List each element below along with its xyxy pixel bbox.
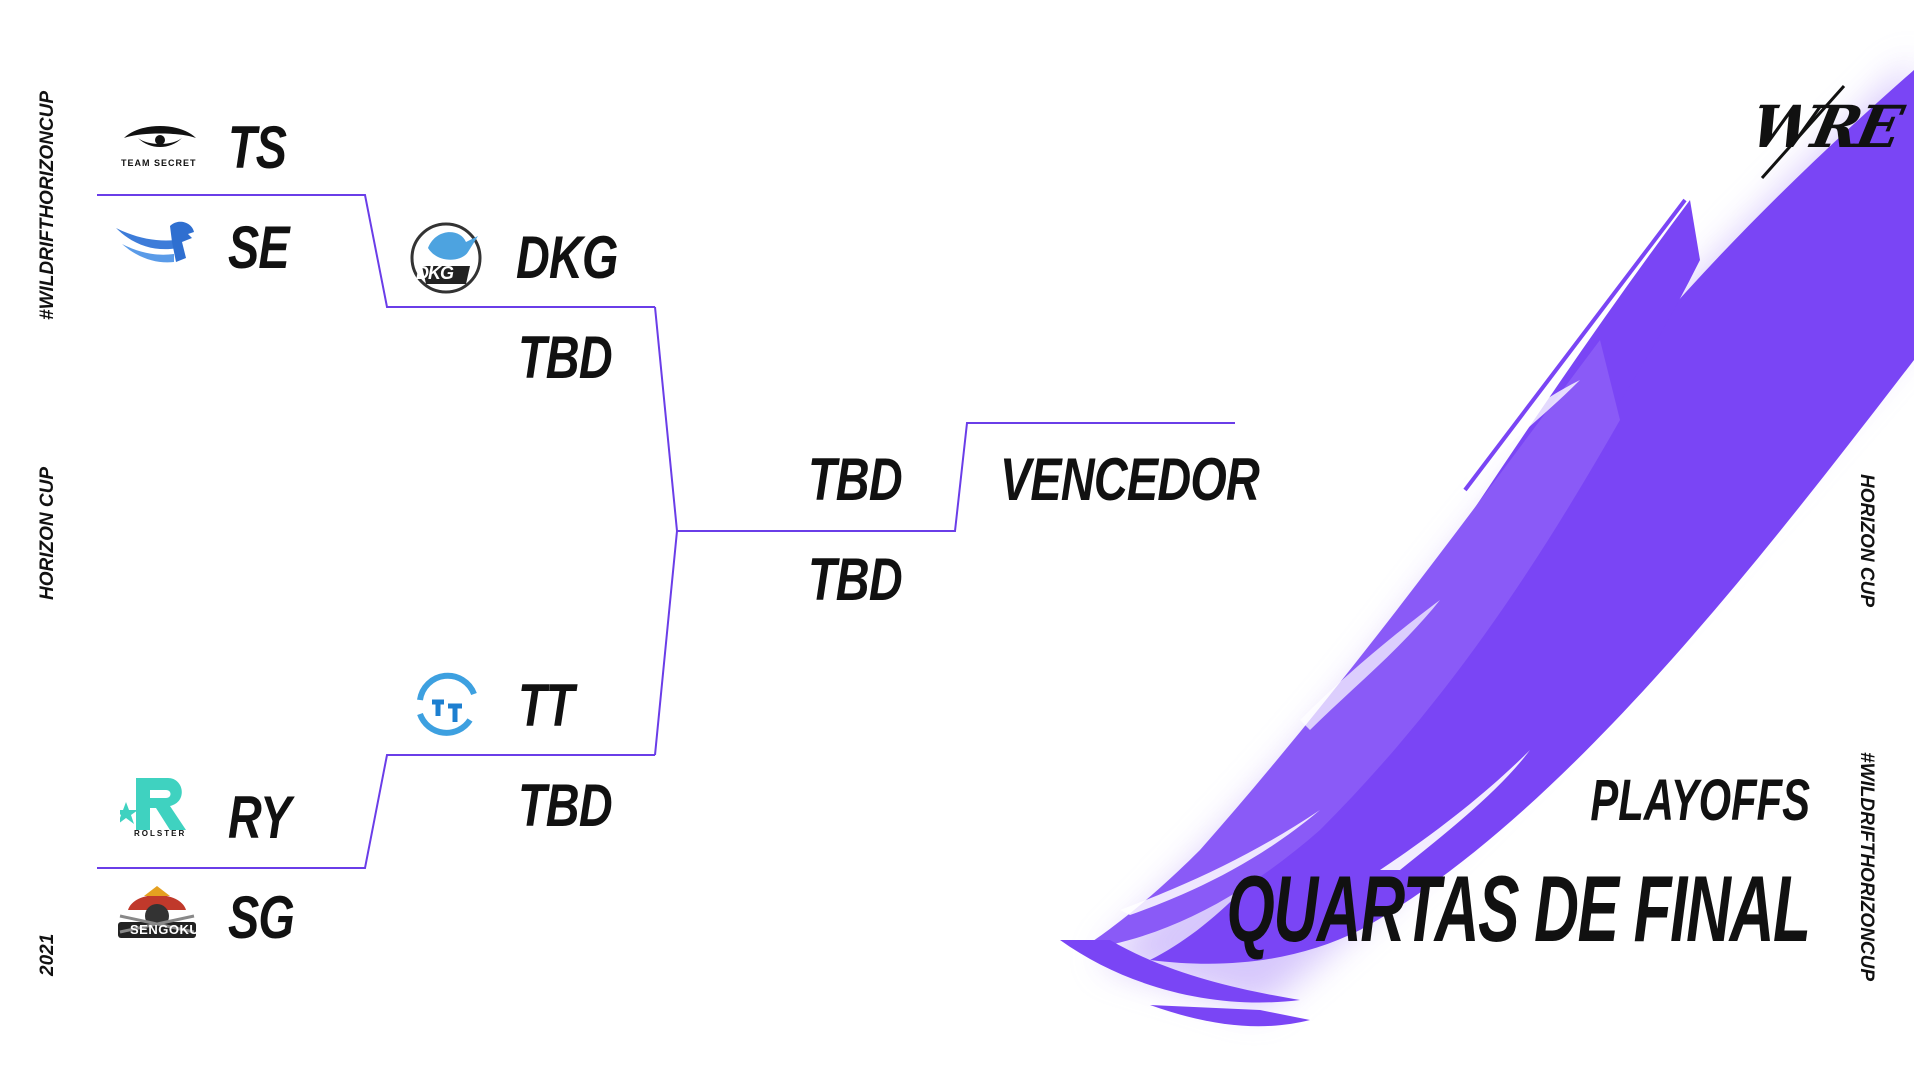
team-dkg: DKG [516, 224, 618, 291]
side-event-right: HORIZON CUP [1856, 474, 1877, 607]
winner-label: VENCEDOR [1000, 446, 1260, 513]
rolster-logo-icon [120, 778, 186, 830]
team-secret-logo-text: TEAM SECRET [121, 158, 197, 168]
round-title: QUARTAS DE FINAL [1226, 856, 1812, 961]
semifinal-top-tbd: TBD [518, 324, 613, 391]
rolster-logo-text: ROLSTER [134, 829, 187, 838]
sengoku-logo-icon [118, 886, 196, 938]
side-year-left: 2021 [37, 933, 58, 976]
tt-logo-icon [417, 672, 477, 736]
final-top-tbd: TBD [808, 446, 903, 513]
team-sg: SG [228, 884, 295, 951]
team-ts: TS [228, 114, 287, 181]
wre-logo-stroke-icon [1760, 85, 1846, 179]
side-hashtag-right: #WILDRIFTHORIZONCUP [1856, 752, 1877, 982]
semifinal-bottom-tbd: TBD [518, 772, 613, 839]
side-event-left: HORIZON CUP [37, 467, 58, 600]
dkg-logo-icon [410, 222, 482, 294]
dkg-logo-text: DKG [416, 263, 454, 283]
side-hashtag-left: #WILDRIFTHORIZONCUP [37, 90, 58, 320]
team-se: SE [228, 214, 290, 281]
team-tt: TT [518, 672, 574, 739]
sengoku-logo-text: SENGOKU [130, 922, 200, 937]
final-bottom-tbd: TBD [808, 546, 903, 613]
se-logo-icon [116, 221, 194, 263]
team-ry: RY [228, 784, 291, 851]
team-secret-logo-icon [124, 126, 196, 147]
phase-label: PLAYOFFS [1590, 768, 1810, 833]
